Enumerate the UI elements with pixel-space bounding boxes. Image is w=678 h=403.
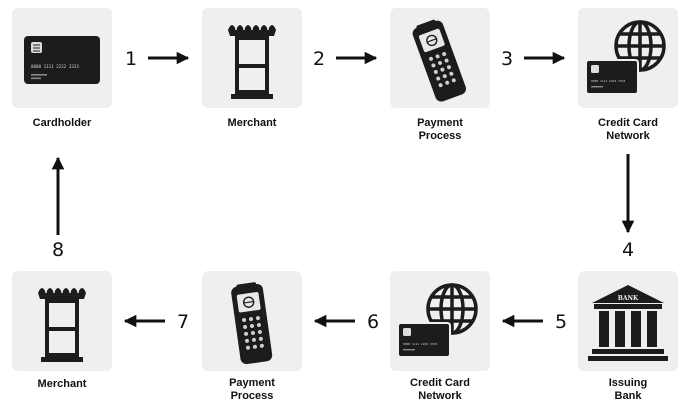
step-number-2: 2: [313, 48, 326, 70]
step-number-6: 6: [367, 311, 380, 333]
step-number-4: 4: [622, 239, 635, 261]
step-number-7: 7: [177, 311, 190, 333]
cardholder-tile: 0000 1111 2222 3333: [12, 8, 112, 108]
label-cardholder: Cardholder: [32, 117, 92, 129]
svg-text:0000 1111 2222 3333: 0000 1111 2222 3333: [591, 79, 626, 83]
svg-text:0000 1111 2222 3333: 0000 1111 2222 3333: [31, 64, 79, 69]
label-merchant-top: Merchant: [227, 117, 277, 129]
step-number-5: 5: [555, 311, 568, 333]
label-merchant-bottom: Merchant: [37, 378, 87, 390]
label-issuing-bank: Issuing Bank: [608, 377, 648, 402]
svg-text:BANK: BANK: [618, 295, 639, 302]
step-number-8: 8: [52, 239, 65, 261]
payment-process-tile: [202, 271, 302, 371]
storefront-icon: [228, 22, 276, 99]
credit-card-network-tile: 0000 1111 2222 3333: [390, 271, 490, 371]
step-number-3: 3: [501, 48, 514, 70]
globe-card-icon: 0000 1111 2222 3333: [585, 20, 666, 95]
label-credit-card-network-top: Credit Card Network: [598, 117, 658, 142]
credit-card-network-tile: 0000 1111 2222 3333: [578, 8, 678, 108]
globe-card-icon: 0000 1111 2222 3333: [397, 283, 478, 358]
credit-card-icon: 0000 1111 2222 3333: [24, 36, 100, 84]
payment-terminal-icon: [412, 19, 466, 102]
payment-process-tile: [390, 8, 490, 108]
bank-building-icon: BANK: [588, 285, 668, 361]
label-credit-card-network-bottom: Credit Card Network: [410, 377, 470, 402]
storefront-icon: [38, 285, 86, 362]
svg-text:0000 1111 2222 3333: 0000 1111 2222 3333: [403, 342, 438, 346]
label-payment-process-bottom: Payment Process: [229, 377, 275, 402]
payment-terminal-icon: [231, 282, 273, 365]
issuing-bank-tile: BANK: [578, 271, 678, 371]
merchant-tile: [12, 271, 112, 371]
merchant-tile: [202, 8, 302, 108]
label-payment-process-top: Payment Process: [417, 117, 463, 142]
step-number-1: 1: [125, 48, 138, 70]
